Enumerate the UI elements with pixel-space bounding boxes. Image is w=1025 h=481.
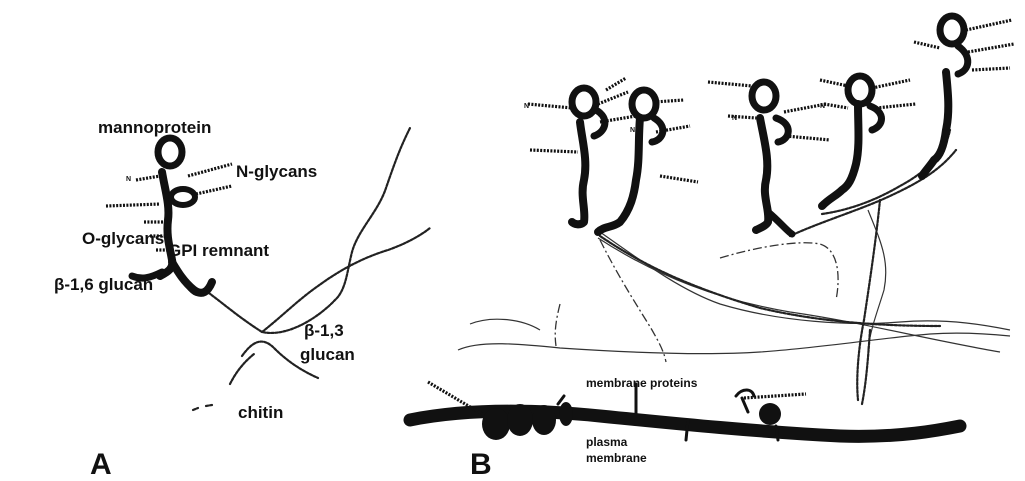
n-glycan-a2 bbox=[196, 186, 232, 194]
glucan-strand-b1 bbox=[600, 232, 1010, 330]
n-glycan-b5d bbox=[914, 42, 940, 48]
mannoprotein-loop bbox=[171, 189, 195, 205]
n-terminus-marker: N bbox=[126, 176, 131, 183]
label-plasma-membrane-line2: membrane bbox=[586, 451, 647, 465]
glucan-strand-b5 bbox=[720, 243, 838, 300]
membrane-protein-blob-4 bbox=[559, 402, 573, 426]
label-beta-1-3-glucan-line1: β-1,3 bbox=[304, 321, 344, 340]
mannoprotein-b4-stalk bbox=[822, 104, 859, 206]
beta-1-3-glucan-fibril-b1 bbox=[600, 236, 940, 326]
n-glycan-b1c bbox=[598, 92, 628, 104]
membrane-protein-blob-3 bbox=[532, 405, 556, 435]
beta-1-3-glucan-fibril-b3 bbox=[822, 130, 950, 214]
mannoprotein-b1 bbox=[528, 88, 636, 224]
panel-a: N mannoprotein N-glycans O-glycans GPI r… bbox=[54, 118, 430, 481]
mannoprotein-b1-head bbox=[572, 88, 596, 116]
glucan-strand-b7 bbox=[470, 319, 540, 330]
mannoprotein-b5 bbox=[914, 16, 1014, 176]
membrane-protein-blob-1 bbox=[482, 408, 510, 440]
glucan-strand-b3 bbox=[458, 333, 1010, 353]
mannoprotein-b2-loop bbox=[652, 118, 663, 142]
mannoprotein-b3-head bbox=[752, 82, 776, 110]
n-glycan-b4b bbox=[872, 80, 910, 88]
n-glycan-b5a bbox=[966, 20, 1012, 30]
n-terminus-marker-b2: N bbox=[630, 127, 635, 134]
n-glycan-b2c bbox=[660, 176, 698, 182]
n-glycan-b1b bbox=[530, 150, 578, 152]
membrane-protein-stick-5 bbox=[558, 396, 564, 404]
mannoprotein-b4 bbox=[820, 76, 916, 206]
mannoprotein-b4-head bbox=[848, 76, 872, 104]
gpi-remnant bbox=[172, 262, 212, 293]
n-glycan-b3c bbox=[786, 136, 830, 140]
membrane-protein-stick-2 bbox=[686, 420, 688, 440]
n-terminus-marker-b1: N bbox=[524, 103, 529, 110]
mannoprotein-b3 bbox=[708, 82, 830, 234]
n-glycan-a1 bbox=[188, 164, 232, 176]
mannoprotein-b1-loop bbox=[594, 110, 605, 136]
glucan-strand-b8 bbox=[555, 304, 560, 346]
membrane-protein-blob-2 bbox=[507, 404, 533, 436]
label-o-glycans: O-glycans bbox=[82, 229, 164, 248]
mannoprotein-a: N bbox=[106, 138, 232, 295]
chitin-fragment bbox=[193, 405, 212, 410]
label-plasma-membrane-line1: plasma bbox=[586, 435, 628, 449]
n-terminus-marker-b4: N bbox=[820, 103, 825, 110]
panel-label-a: A bbox=[90, 448, 112, 481]
mannoprotein-b4-loop bbox=[870, 106, 882, 130]
mannoprotein-b3-loop bbox=[776, 118, 788, 142]
n-glycan-b2d bbox=[606, 78, 626, 90]
n-glycan-b4d bbox=[824, 104, 848, 108]
membrane-protein-hook bbox=[736, 390, 754, 396]
n-glycan-a3 bbox=[136, 176, 160, 180]
mannoprotein-b1-stalk bbox=[572, 122, 585, 224]
membrane-protein-stick-4 bbox=[742, 398, 748, 412]
label-gpi-remnant: GPI remnant bbox=[168, 241, 269, 260]
n-glycan-b5c bbox=[972, 68, 1010, 70]
glucan-strand-b2 bbox=[598, 238, 1000, 352]
label-n-glycans: N-glycans bbox=[236, 162, 317, 181]
label-beta-1-3-glucan-line2: glucan bbox=[300, 345, 355, 364]
membrane-protein-stick-3 bbox=[776, 426, 778, 440]
n-glycan-b5b bbox=[968, 44, 1014, 52]
label-beta-1-6-glucan: β-1,6 glucan bbox=[54, 275, 153, 294]
membrane-protein-blob-5 bbox=[759, 403, 781, 425]
n-glycan-b3a bbox=[708, 82, 752, 86]
mannoprotein-b2-head bbox=[632, 90, 656, 118]
chitin-fibril bbox=[230, 354, 254, 384]
label-membrane-proteins: membrane proteins bbox=[586, 376, 698, 390]
mannoprotein-b5-head bbox=[940, 16, 964, 44]
label-mannoprotein: mannoprotein bbox=[98, 118, 211, 137]
n-terminus-marker-b3: N bbox=[732, 115, 737, 122]
n-glycan-b2a bbox=[654, 100, 684, 102]
o-glycan-a1 bbox=[106, 204, 160, 206]
mannoprotein-b2 bbox=[598, 78, 698, 232]
panel-b: N N N N membrane proteins plasma membran… bbox=[410, 16, 1014, 481]
beta-1-3-glucan-fibril-1 bbox=[205, 128, 410, 333]
panel-label-b: B bbox=[470, 448, 492, 481]
mannoprotein-b5-stalk bbox=[922, 72, 948, 176]
n-glycan-b4c bbox=[876, 104, 916, 108]
label-chitin: chitin bbox=[238, 403, 283, 422]
mannoprotein-b5-loop bbox=[958, 46, 968, 74]
mannoprotein-head bbox=[158, 138, 182, 166]
n-glycan-b4a bbox=[820, 80, 848, 86]
n-glycan-b1a bbox=[528, 104, 572, 108]
beta-1-3-glucan-fibril-b4 bbox=[857, 200, 880, 400]
mannoprotein-b2-stalk bbox=[598, 118, 640, 232]
